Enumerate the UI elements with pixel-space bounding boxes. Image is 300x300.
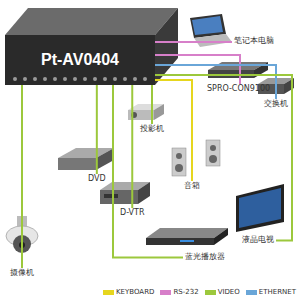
device-name-label: 液晶电视 — [242, 235, 274, 244]
legend-item: VIDEO — [205, 288, 240, 296]
legend-item: KEYBOARD — [103, 288, 154, 296]
legend-text: RS-232 — [173, 288, 198, 296]
device-ports — [13, 77, 147, 81]
dvd-player-icon — [58, 148, 114, 170]
device-label: 音箱 — [182, 181, 202, 192]
device-name-label: 笔记本电脑 — [234, 36, 274, 45]
device-front — [5, 35, 155, 85]
device-name-label: 蓝光播放器 — [185, 252, 225, 261]
bluray-player-icon — [146, 228, 228, 245]
legend-text: VIDEO — [218, 288, 240, 296]
legend-swatch — [205, 290, 216, 295]
cable — [155, 41, 232, 43]
device-name-label: 摄像机 — [10, 268, 34, 277]
device-top — [5, 8, 178, 35]
device-label: 蓝光播放器 — [183, 252, 227, 263]
projector-icon — [128, 104, 164, 120]
legend-swatch — [160, 290, 171, 295]
cable — [155, 75, 292, 240]
cable — [113, 85, 183, 257]
cable — [151, 85, 153, 124]
device-name-label: D-VTR — [120, 208, 145, 217]
device-side — [155, 8, 178, 85]
matrix-switch: Pt-AV0404 — [5, 35, 155, 85]
device-label: D-VTR — [118, 208, 147, 219]
device-label: 交换机 — [262, 99, 290, 110]
device-name-label: 投影机 — [140, 124, 164, 133]
device-label: 投影机 — [138, 124, 166, 135]
device-name-label: 交换机 — [264, 99, 288, 108]
device-label: 液晶电视 — [240, 235, 276, 246]
device-label: SPRO-CON9100 — [205, 84, 272, 95]
legend-item: ETHERNET — [246, 288, 296, 296]
cable — [155, 65, 276, 99]
cable — [131, 85, 133, 208]
device-label: DVD — [86, 174, 108, 185]
device-name-label: SPRO-CON9100 — [207, 84, 270, 93]
legend-item: RS-232 — [160, 288, 198, 296]
legend-text: ETHERNET — [259, 288, 296, 296]
cable — [96, 85, 98, 174]
device-label: 笔记本电脑 — [232, 36, 276, 47]
cable — [21, 85, 23, 268]
legend-swatch — [246, 290, 257, 295]
legend: KEYBOARD RS-232 VIDEO ETHERNET — [103, 288, 296, 296]
legend-swatch — [103, 290, 114, 295]
device-name-label: DVD — [88, 174, 106, 183]
device-name: Pt-AV0404 — [41, 51, 119, 69]
legend-text: KEYBOARD — [116, 288, 154, 296]
lcd-tv-icon — [236, 184, 284, 232]
vtr-icon — [100, 182, 150, 204]
speaker-icon — [172, 140, 220, 176]
device-name-label: 音箱 — [184, 181, 200, 190]
device-label: 摄像机 — [8, 268, 36, 279]
